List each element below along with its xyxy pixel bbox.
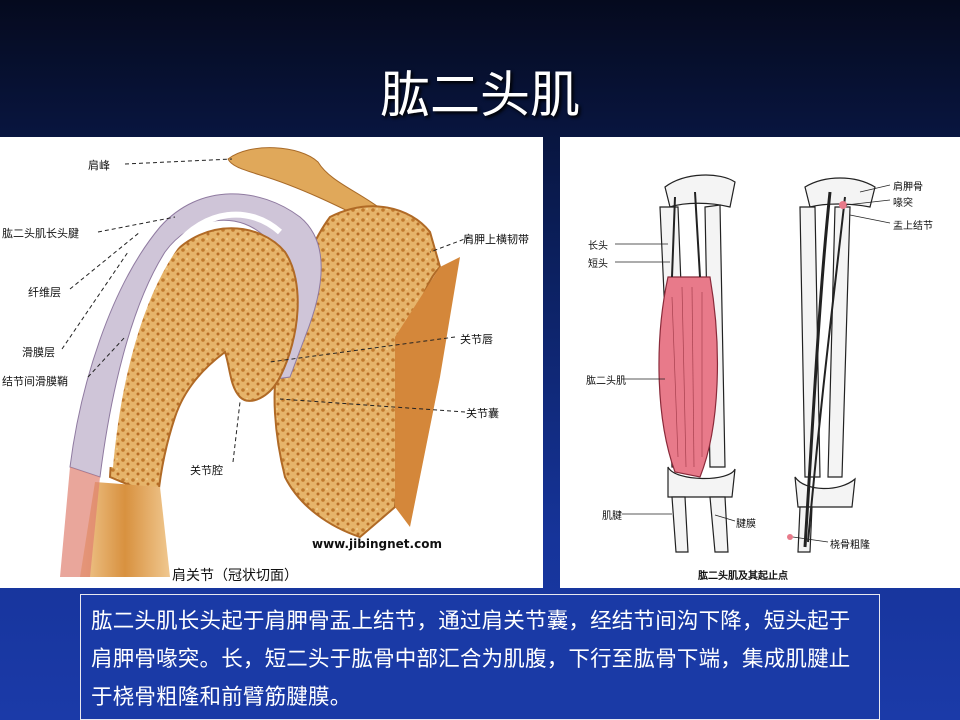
label-fibrous-layer: 纤维层 <box>28 286 61 299</box>
label-supraglenoid: 盂上结节 <box>893 221 933 232</box>
right-figure-caption: 肱二头肌及其起止点 <box>698 571 788 582</box>
label-transverse-ligament: 肩胛上横韧带 <box>463 233 529 246</box>
label-radial-tuberosity: 桡骨粗隆 <box>830 540 870 551</box>
label-short-head: 短头 <box>588 259 608 270</box>
label-coracoid: 喙突 <box>893 198 913 209</box>
shoulder-joint-drawing <box>60 147 471 577</box>
label-labrum: 关节唇 <box>460 333 493 346</box>
label-synovial-layer: 滑膜层 <box>22 346 55 359</box>
label-tendon: 肌腱 <box>602 511 622 522</box>
biceps-drawing <box>615 174 891 553</box>
slide-title: 肱二头肌 <box>380 66 580 124</box>
label-acromion: 肩峰 <box>88 159 110 172</box>
description-text: 肱二头肌长头起于肩胛骨盂上结节，通过肩关节囊，经结节间沟下降，短头起于肩胛骨喙突… <box>91 609 851 710</box>
description-box: 肱二头肌长头起于肩胛骨盂上结节，通过肩关节囊，经结节间沟下降，短头起于肩胛骨喙突… <box>80 594 880 720</box>
label-scapula: 肩胛骨 <box>893 182 923 193</box>
label-biceps: 肱二头肌 <box>586 376 626 387</box>
label-long-head-tendon: 肱二头肌长头腱 <box>2 227 79 240</box>
label-long-head: 长头 <box>588 241 608 252</box>
label-cavity: 关节腔 <box>190 464 223 477</box>
label-aponeurosis: 腱膜 <box>736 519 756 530</box>
shoulder-joint-illustration: 肩峰 肱二头肌长头腱 纤维层 滑膜层 结节间滑膜鞘 肩胛上横韧带 关节唇 关节囊… <box>0 137 543 588</box>
website-watermark: www.jibingnet.com <box>312 537 442 551</box>
biceps-illustration: 长头 短头 肱二头肌 肌腱 腱膜 肩胛骨 喙突 盂上结节 桡骨粗隆 肱二头肌及其… <box>560 137 960 588</box>
label-capsule: 关节囊 <box>466 407 499 420</box>
left-figure-caption: 肩关节（冠状切面） <box>172 568 298 584</box>
label-intertubercular-sheath: 结节间滑膜鞘 <box>2 375 68 388</box>
